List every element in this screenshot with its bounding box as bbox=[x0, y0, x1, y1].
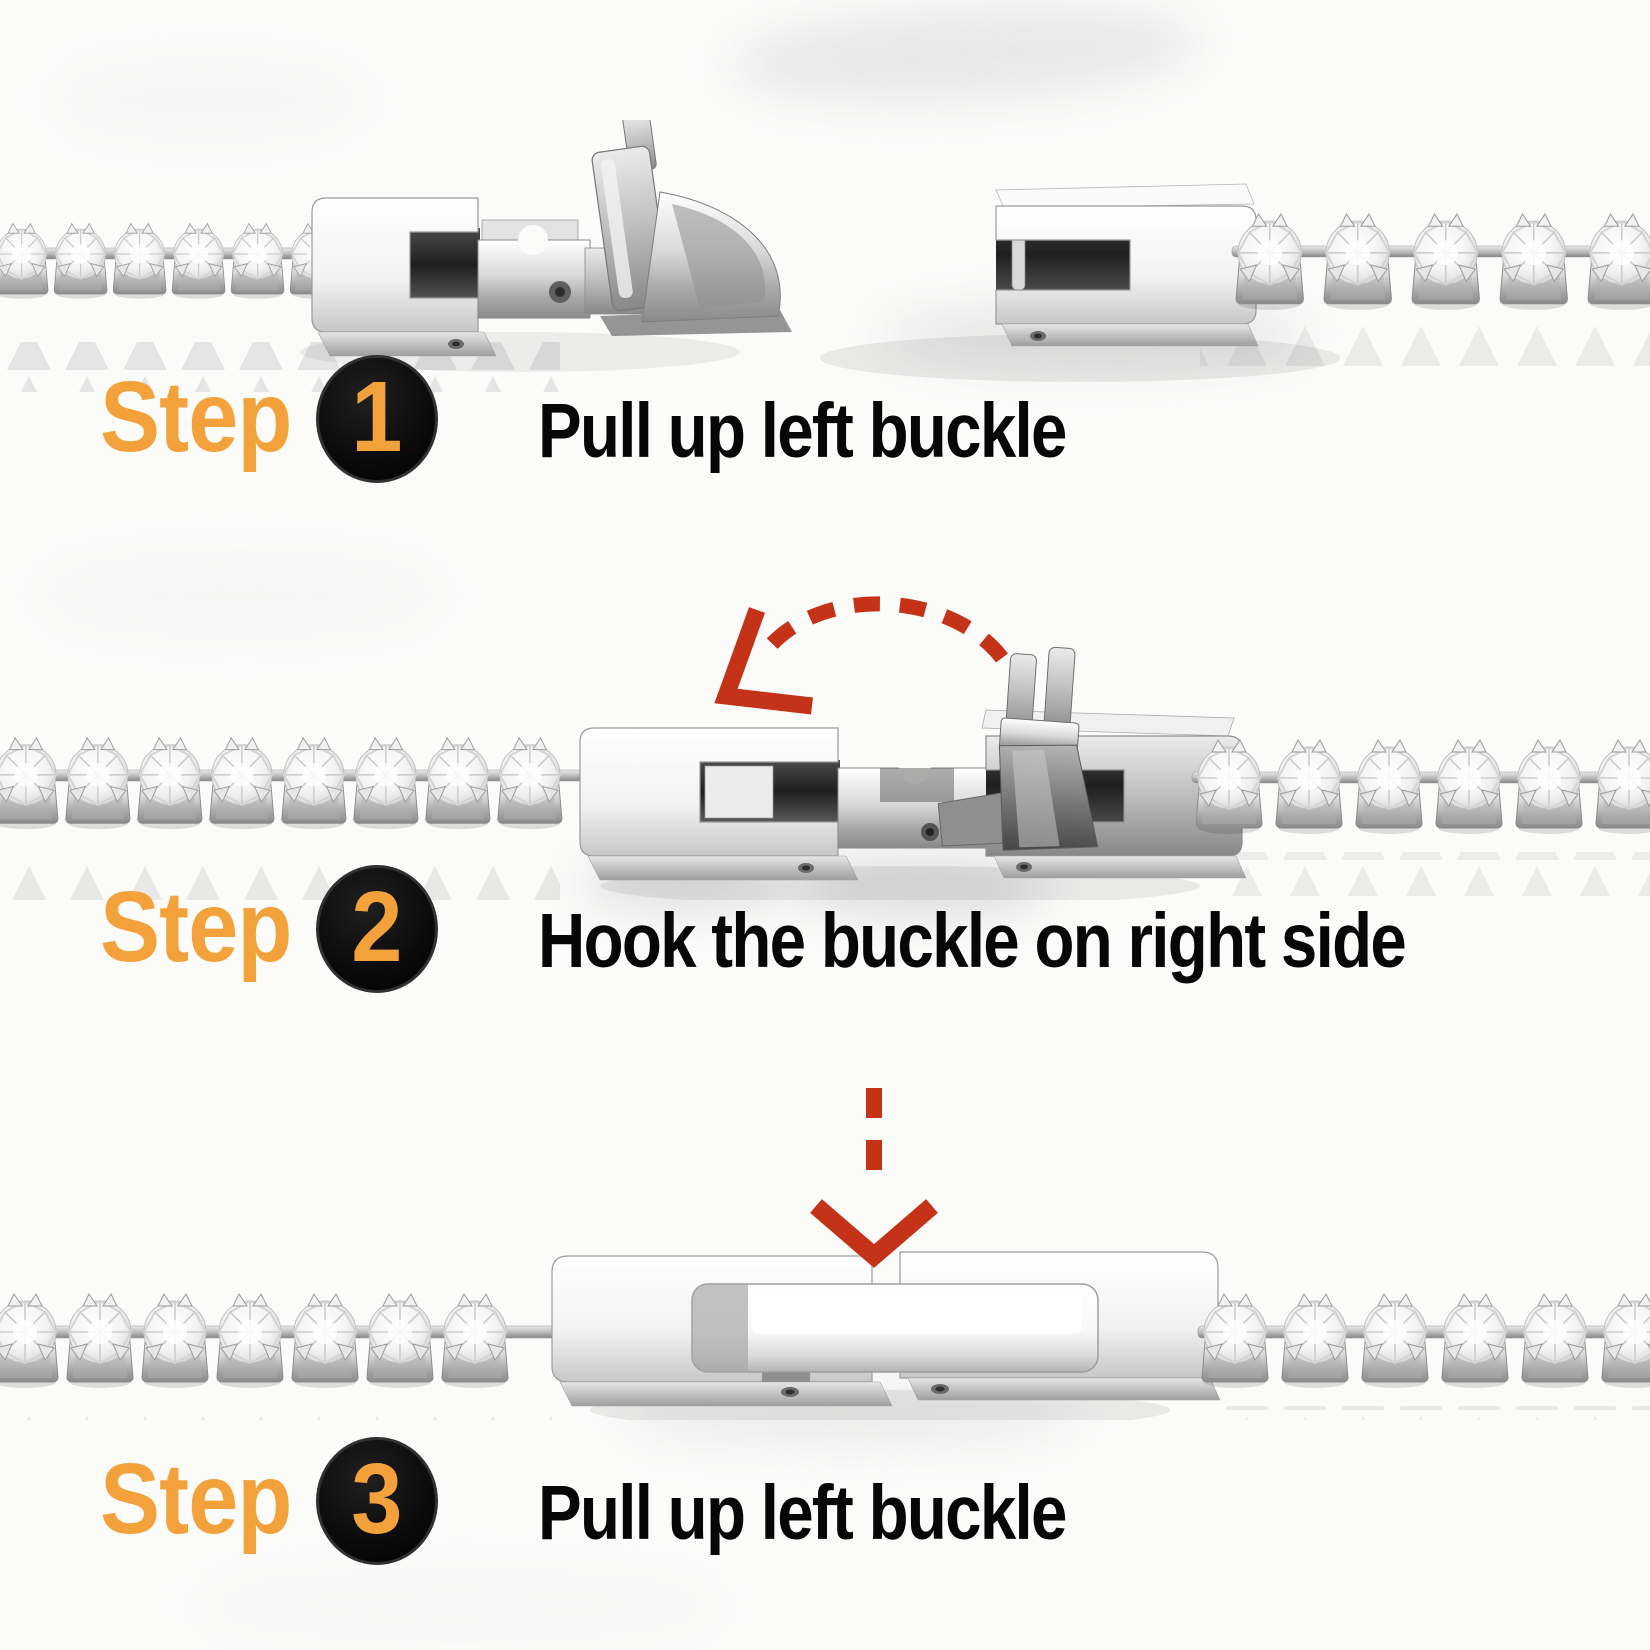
rhinestone bbox=[0, 1293, 59, 1389]
rhinestone bbox=[1595, 739, 1650, 835]
rhinestone bbox=[1441, 1293, 1509, 1389]
step-3-caption: Pull up left buckle bbox=[538, 1470, 1067, 1556]
rhinestone bbox=[1411, 213, 1481, 311]
rhinestone bbox=[1499, 213, 1569, 311]
step-2-row: Step 2 Hook the buckle on right side bbox=[0, 865, 1650, 997]
rhinestone bbox=[1435, 739, 1503, 835]
rhinestone bbox=[230, 222, 285, 300]
step-1-row: Step 1 Pull up left buckle bbox=[0, 355, 1650, 487]
step-1-number: 1 bbox=[351, 361, 403, 473]
bracelet-photo-step3 bbox=[0, 1088, 1650, 1420]
rhinestone bbox=[1281, 1293, 1349, 1389]
chain-right bbox=[1231, 213, 1650, 311]
step-3-number: 3 bbox=[351, 1443, 403, 1555]
step-2-caption: Hook the buckle on right side bbox=[538, 898, 1407, 984]
clasp-left-half bbox=[579, 727, 859, 881]
rhinestone bbox=[1361, 1293, 1429, 1389]
reflection-spikes bbox=[1200, 320, 1650, 366]
clasp-left-half-open bbox=[311, 120, 792, 357]
step-2-number: 2 bbox=[351, 871, 403, 983]
rhinestone bbox=[1275, 739, 1343, 835]
rhinestone bbox=[366, 1293, 434, 1389]
rhinestone bbox=[0, 222, 49, 300]
rhinestone bbox=[0, 736, 59, 831]
rhinestone bbox=[112, 222, 167, 300]
rhinestone bbox=[1601, 1293, 1650, 1389]
buckle-upright-hooked bbox=[937, 646, 1099, 851]
rhinestone bbox=[1323, 213, 1393, 311]
dashed-arrow-down-icon bbox=[810, 1088, 938, 1268]
rhinestone bbox=[352, 736, 419, 831]
step-1-caption: Pull up left buckle bbox=[538, 388, 1067, 474]
reflection-spikes bbox=[0, 1412, 560, 1420]
clasp-closed bbox=[551, 1251, 1221, 1407]
rhinestone bbox=[424, 736, 491, 831]
rhinestone bbox=[208, 736, 275, 831]
rhinestone bbox=[1521, 1293, 1589, 1389]
bracelet-photo-step1 bbox=[0, 120, 1650, 392]
rhinestone bbox=[1355, 739, 1423, 835]
rhinestone bbox=[496, 736, 563, 831]
rhinestone bbox=[280, 736, 347, 831]
step-2-number-badge: 2 bbox=[316, 865, 438, 993]
reflection-spikes bbox=[1210, 1406, 1650, 1420]
clasp-right-half-open bbox=[995, 183, 1259, 347]
step-3-row: Step 3 Pull up left buckle bbox=[0, 1437, 1650, 1569]
background-shadow bbox=[727, 0, 1203, 113]
rhinestone bbox=[136, 736, 203, 831]
chain-left bbox=[0, 222, 344, 300]
chain-left bbox=[0, 1293, 567, 1389]
step-1-number-badge: 1 bbox=[316, 355, 438, 483]
step-3-label: Step bbox=[100, 1443, 292, 1555]
rhinestone bbox=[216, 1293, 284, 1389]
rhinestone bbox=[441, 1293, 509, 1389]
reflection-spikes bbox=[1230, 852, 1650, 896]
rhinestone bbox=[66, 1293, 134, 1389]
step-3-number-badge: 3 bbox=[316, 1437, 438, 1565]
rhinestone bbox=[53, 222, 108, 300]
chain-left bbox=[0, 736, 593, 831]
rhinestone bbox=[291, 1293, 359, 1389]
bracelet-photo-step2 bbox=[0, 596, 1650, 900]
chain-right bbox=[1197, 1293, 1650, 1389]
step-1-label: Step bbox=[100, 361, 292, 473]
rhinestone bbox=[171, 222, 226, 300]
curved-dashed-arrow-left-icon bbox=[714, 596, 1008, 715]
background-shadow bbox=[200, 1575, 720, 1635]
rhinestone bbox=[64, 736, 131, 831]
chain-right bbox=[1191, 739, 1650, 835]
rhinestone bbox=[1587, 213, 1650, 311]
rhinestone bbox=[1515, 739, 1583, 835]
rhinestone bbox=[141, 1293, 209, 1389]
step-2-label: Step bbox=[100, 871, 292, 983]
reflection-spikes bbox=[0, 860, 560, 900]
